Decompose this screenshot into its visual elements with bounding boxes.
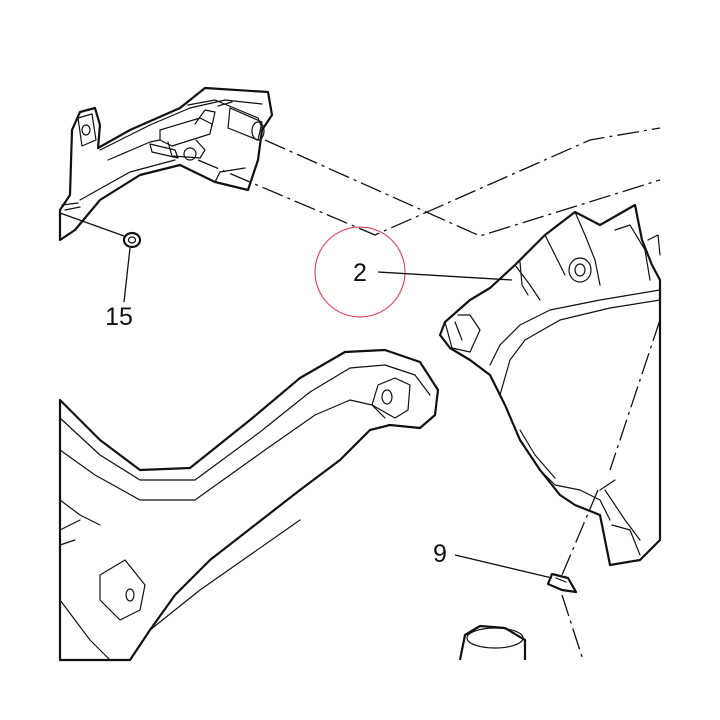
callout-9: 9 — [433, 540, 447, 568]
clip-part-9 — [454, 554, 578, 594]
tube-part — [458, 624, 527, 661]
callout-15: 15 — [105, 247, 133, 331]
callout-2-label: 2 — [353, 259, 367, 287]
nut-part-15 — [59, 212, 142, 249]
callout-15-label: 15 — [105, 303, 133, 331]
right-side-panel-part — [438, 203, 662, 567]
lower-left-frame-part — [58, 348, 440, 662]
callout-2: 2 — [314, 226, 513, 318]
callout-2-highlight-circle — [314, 226, 406, 318]
callout-9-label: 9 — [433, 540, 447, 568]
assembly-lines — [197, 127, 661, 661]
upper-left-bracket-part — [58, 86, 274, 242]
